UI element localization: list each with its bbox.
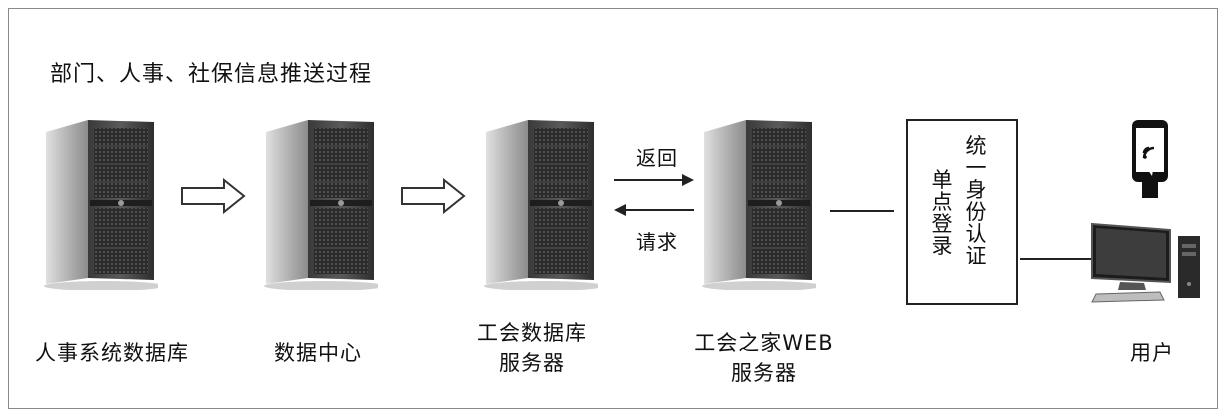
data-center-caption: 数据中心 xyxy=(274,341,362,365)
hr-database-caption: 人事系统数据库 xyxy=(35,341,189,365)
hollow-arrow-icon xyxy=(181,179,245,213)
return-label: 返回 xyxy=(636,146,678,170)
unified-identity-auth-label: 统一身份认证 xyxy=(965,134,987,268)
union-web-server-icon xyxy=(701,119,816,290)
smartphone-icon xyxy=(1132,120,1168,198)
request-arrow xyxy=(614,204,694,216)
union-database-server-icon xyxy=(483,119,598,290)
request-label: 请求 xyxy=(636,230,678,254)
hollow-arrow-icon xyxy=(401,179,465,213)
return-arrow xyxy=(614,174,694,186)
web-to-sso-connector xyxy=(830,210,894,212)
data-center-server-icon xyxy=(263,119,378,290)
user-caption: 用户 xyxy=(1130,341,1174,365)
union-database-caption: 工会数据库 服务器 xyxy=(477,321,587,375)
diagram-title: 部门、人事、社保信息推送过程 xyxy=(50,62,373,87)
desktop-computer-icon xyxy=(1091,222,1200,303)
union-web-caption: 工会之家WEB 服务器 xyxy=(694,331,834,385)
sso-to-user-connector xyxy=(1020,258,1096,260)
sso-box: 单点登录 统一身份认证 xyxy=(906,119,1018,305)
sso-label: 单点登录 xyxy=(931,168,953,258)
hr-database-server-icon xyxy=(43,119,158,290)
